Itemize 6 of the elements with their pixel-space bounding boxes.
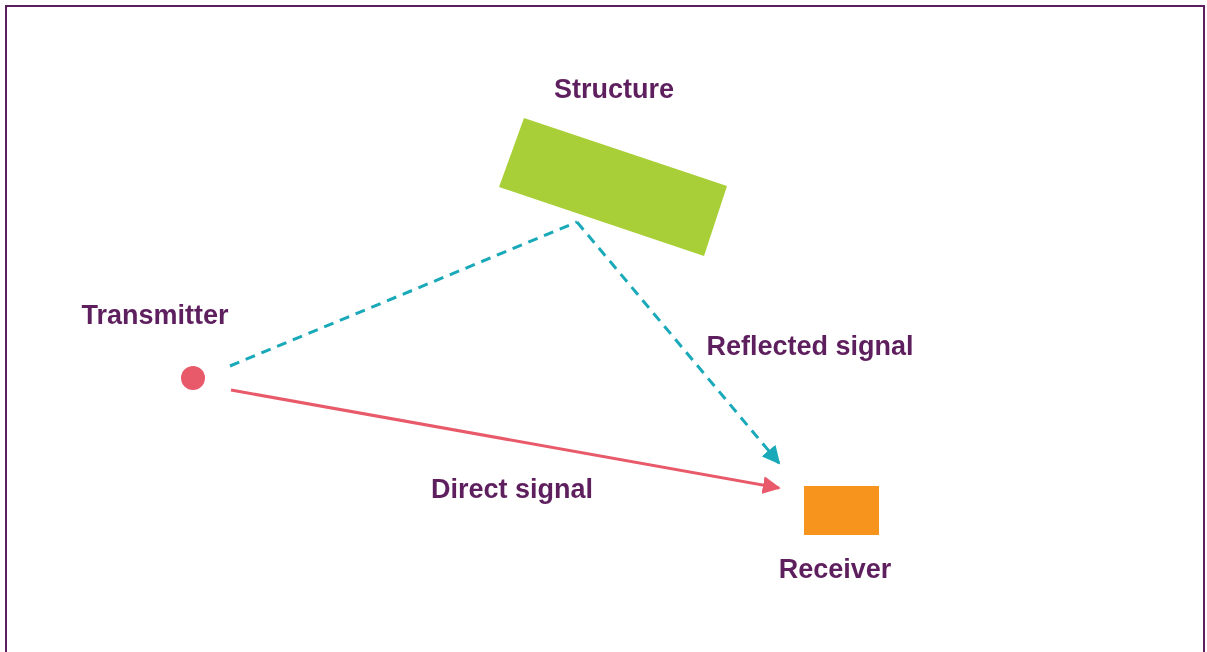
- signal-arrow: [575, 221, 781, 465]
- signal-line: [229, 220, 578, 368]
- node-label: Receiver: [778, 554, 892, 585]
- node-label: Structure: [554, 74, 674, 105]
- signal-arrow: [230, 388, 781, 494]
- node-label: Transmitter: [81, 300, 229, 331]
